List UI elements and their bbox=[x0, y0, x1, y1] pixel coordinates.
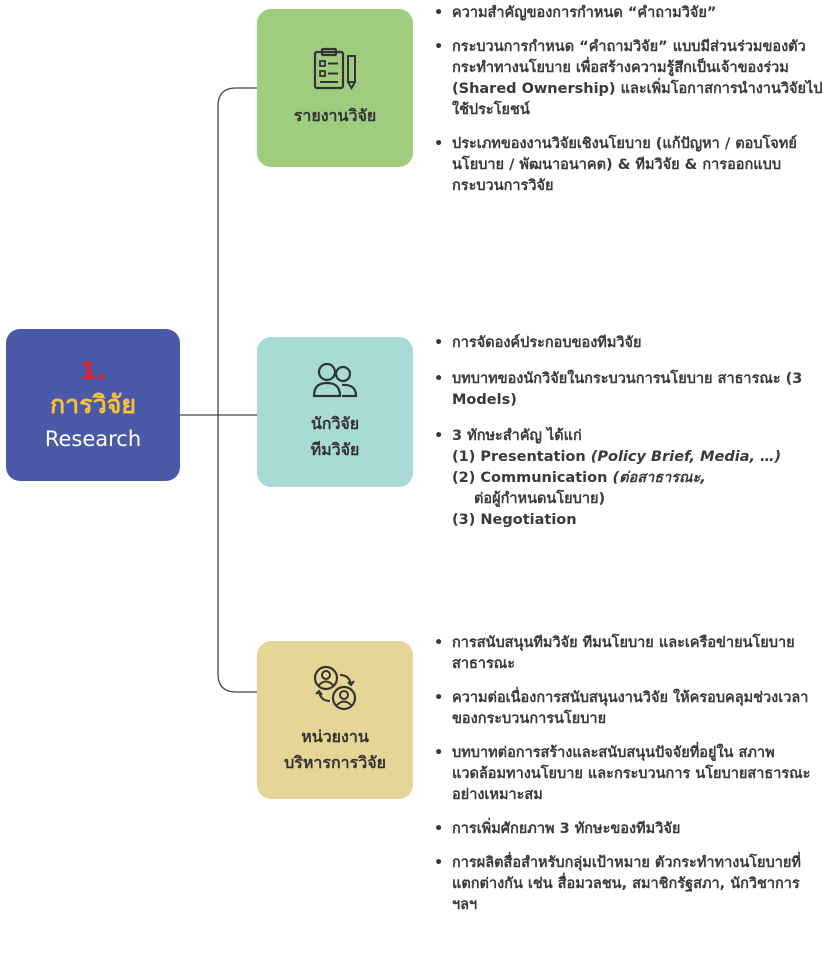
list-item: การเพิ่มศักยภาพ 3 ทักษะของทีมวิจัย bbox=[432, 819, 828, 840]
skill-note: (Policy Brief, Media, …) bbox=[590, 449, 782, 465]
list-item: ความสำคัญของการกำหนด “คำถามวิจัย” bbox=[432, 3, 828, 24]
list-item: ความต่อเนื่องการสนับสนุนงานวิจัย ให้ครอบ… bbox=[432, 688, 828, 730]
admin-bullet-list: การสนับสนุนทีมวิจัย ทีมนโยบาย และเครือข่… bbox=[432, 633, 828, 929]
skill-communication: (2) Communication (ต่อสาธารณะ, bbox=[452, 468, 828, 489]
person-exchange-icon bbox=[313, 665, 357, 711]
node-research-admin: หน่วยงาน บริหารการวิจัย bbox=[257, 641, 413, 799]
skill-label: (1) Presentation bbox=[452, 449, 586, 465]
list-item: บทบาทต่อการสร้างและสนับสนุนปัจจัยที่อยู่… bbox=[432, 743, 828, 806]
list-item-skills: 3 ทักษะสำคัญ ได้แก่ (1) Presentation (Po… bbox=[432, 426, 828, 531]
team-bullet-list: การจัดองค์ประกอบของทีมวิจัย บทบาทของนักว… bbox=[432, 333, 828, 546]
skill-label: (2) Communication bbox=[452, 470, 608, 486]
list-item: การสนับสนุนทีมวิจัย ทีมนโยบาย และเครือข่… bbox=[432, 633, 828, 675]
root-node-research: 1. การวิจัย Research bbox=[6, 329, 180, 481]
root-number: 1. bbox=[80, 357, 106, 385]
list-item: กระบวนการกำหนด “คำถามวิจัย” แบบมีส่วนร่ว… bbox=[432, 37, 828, 121]
skill-presentation: (1) Presentation (Policy Brief, Media, …… bbox=[452, 447, 828, 468]
root-title-thai: การวิจัย bbox=[50, 390, 136, 419]
list-item: ประเภทของงานวิจัยเชิงนโยบาย (แก้ปัญหา / … bbox=[432, 134, 828, 197]
skills-lead: 3 ทักษะสำคัญ ได้แก่ bbox=[452, 428, 582, 444]
node-label: รายงานวิจัย bbox=[293, 106, 377, 125]
node-label-line2: บริหารการวิจัย bbox=[284, 753, 386, 772]
report-bullet-list: ความสำคัญของการกำหนด “คำถามวิจัย” กระบวน… bbox=[432, 3, 828, 210]
skill-negotiation: (3) Negotiation bbox=[452, 512, 577, 528]
skill-note: (ต่อสาธารณะ, bbox=[612, 470, 706, 486]
node-researchers-team: นักวิจัย ทีมวิจัย bbox=[257, 337, 413, 487]
node-label-line1: หน่วยงาน bbox=[301, 727, 369, 746]
skill-note-continued: ต่อผู้กำหนดนโยบาย) bbox=[474, 491, 606, 507]
node-label-line2: ทีมวิจัย bbox=[310, 440, 360, 459]
root-title-english: Research bbox=[44, 427, 142, 451]
list-item: การจัดองค์ประกอบของทีมวิจัย bbox=[432, 333, 828, 354]
report-clipboard-icon bbox=[313, 47, 356, 90]
people-icon bbox=[312, 362, 358, 398]
node-research-report: รายงานวิจัย bbox=[257, 9, 413, 167]
list-item: บทบาทของนักวิจัยในกระบวนการนโยบาย สาธารณ… bbox=[432, 369, 828, 411]
list-item: การผลิตสื่อสำหรับกลุ่มเป้าหมาย ตัวกระทำท… bbox=[432, 853, 828, 916]
node-label-line1: นักวิจัย bbox=[310, 414, 360, 433]
